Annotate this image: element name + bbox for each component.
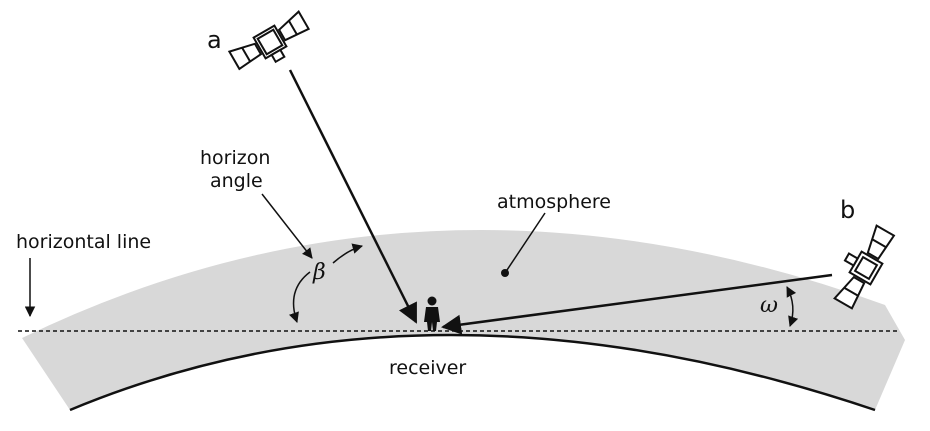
atmosphere-pointer	[504, 212, 546, 274]
signal-ray-b	[441, 273, 833, 335]
omega-symbol: ω	[760, 293, 778, 318]
signal-ray-a	[288, 69, 418, 324]
satellite-b-label: b	[840, 196, 855, 224]
horizontal-line-label: horizontal line	[16, 231, 151, 253]
atmosphere-label: atmosphere	[497, 191, 611, 213]
horizon-angle-pointer	[261, 193, 313, 259]
satellite-b-icon	[833, 224, 896, 310]
horizon-angle-label-line2: angle	[210, 170, 263, 192]
satellite-a-label: a	[207, 26, 222, 54]
satellite-a-icon	[227, 10, 311, 71]
horizon-angle-label-line1: horizon	[200, 147, 270, 169]
receiver-label: receiver	[389, 357, 466, 379]
beta-angle-arc	[288, 271, 311, 323]
atmosphere-point	[501, 269, 509, 277]
earth-surface	[69, 333, 876, 412]
omega-angle-arc	[786, 286, 799, 327]
beta-symbol: β	[312, 260, 326, 285]
atmosphere-band	[22, 230, 905, 410]
receiver-person-icon	[424, 296, 440, 331]
beta-angle-arc-upper	[332, 243, 364, 264]
